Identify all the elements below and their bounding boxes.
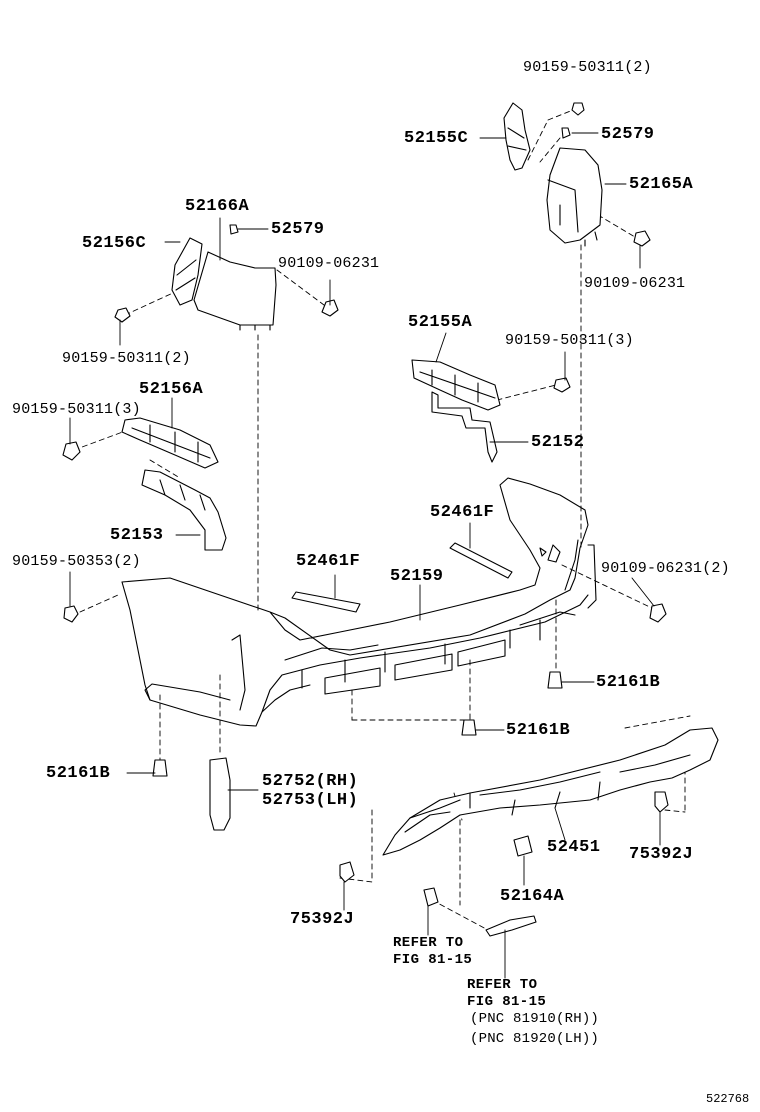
reflector-shape bbox=[209, 757, 231, 831]
label-bracket-52156c: 52156C bbox=[82, 234, 147, 253]
label-refer-2-line2: FIG 81-15 bbox=[467, 994, 547, 1010]
label-leaders bbox=[69, 132, 661, 979]
label-bolt-right-3: 90159-50311(3) bbox=[505, 332, 634, 349]
lamp-cover-shape bbox=[485, 915, 537, 937]
bracket-52155c-shape bbox=[503, 102, 531, 171]
label-bolt-90109-right: 90109-06231 bbox=[584, 275, 686, 292]
label-refer-1-line1: REFER TO bbox=[393, 935, 464, 951]
label-bolt-left-2: 90159-50311(2) bbox=[62, 350, 191, 367]
label-pnc-lh: (PNC 81920(LH)) bbox=[470, 1031, 600, 1047]
retainer-75392j-shapes bbox=[339, 791, 669, 907]
label-retainer-75392j-right: 75392J bbox=[629, 845, 694, 864]
label-retainer-75392j-left: 75392J bbox=[290, 910, 355, 929]
label-bracket-52156a: 52156A bbox=[139, 380, 204, 399]
label-spoiler-52451: 52451 bbox=[547, 838, 601, 857]
label-clip-52579-left: 52579 bbox=[271, 220, 325, 239]
diagram-number: 522768 bbox=[706, 1092, 750, 1106]
label-clip-52579-right: 52579 bbox=[601, 125, 655, 144]
label-bracket-52153: 52153 bbox=[110, 526, 164, 545]
bracket-52153-shape bbox=[141, 469, 227, 551]
label-refer-1-line2: FIG 81-15 bbox=[393, 952, 473, 968]
cover-52164a-shape bbox=[513, 835, 533, 857]
label-cover-52159: 52159 bbox=[390, 567, 444, 586]
label-bolt-90109-left: 90109-06231 bbox=[278, 255, 380, 272]
piece-52166a-shape bbox=[193, 251, 277, 331]
label-bracket-52155a: 52155A bbox=[408, 313, 473, 332]
bracket-52156c-shape bbox=[171, 237, 203, 306]
bumper-cover-52159-shape bbox=[121, 477, 597, 727]
label-strip-52461f-right: 52461F bbox=[430, 503, 495, 522]
label-bolt-90109-2: 90109-06231(2) bbox=[601, 560, 730, 577]
label-strip-52461f-left: 52461F bbox=[296, 552, 361, 571]
label-bracket-52152: 52152 bbox=[531, 433, 585, 452]
label-pnc-rh: (PNC 81910(RH)) bbox=[470, 1011, 600, 1027]
label-piece-52166a: 52166A bbox=[185, 197, 250, 216]
label-bolt-top-right: 90159-50311(2) bbox=[523, 59, 652, 76]
label-clip-52161b-left: 52161B bbox=[46, 764, 111, 783]
label-clip-52161b-right: 52161B bbox=[596, 673, 661, 692]
bracket-52152-shape bbox=[431, 391, 498, 463]
label-bolt-left-3: 90159-50311(3) bbox=[12, 401, 141, 418]
fastener-shapes bbox=[62, 102, 667, 777]
bracket-52155a-shape bbox=[411, 359, 501, 411]
label-screw-90159-50353: 90159-50353(2) bbox=[12, 553, 141, 570]
label-reflector-rh: 52752(RH) bbox=[262, 772, 359, 791]
label-clip-52161b-center: 52161B bbox=[506, 721, 571, 740]
strip-52461f-shapes bbox=[291, 542, 513, 613]
label-piece-52165a: 52165A bbox=[629, 175, 694, 194]
spoiler-52451-shape bbox=[382, 727, 719, 856]
dashed-leaders bbox=[73, 109, 691, 931]
piece-52165a-shape bbox=[546, 147, 603, 247]
label-cover-52164a: 52164A bbox=[500, 887, 565, 906]
bracket-52156a-shape bbox=[121, 417, 219, 469]
label-reflector-lh: 52753(LH) bbox=[262, 791, 359, 810]
label-bracket-52155c: 52155C bbox=[404, 129, 469, 148]
label-refer-2-line1: REFER TO bbox=[467, 977, 538, 993]
